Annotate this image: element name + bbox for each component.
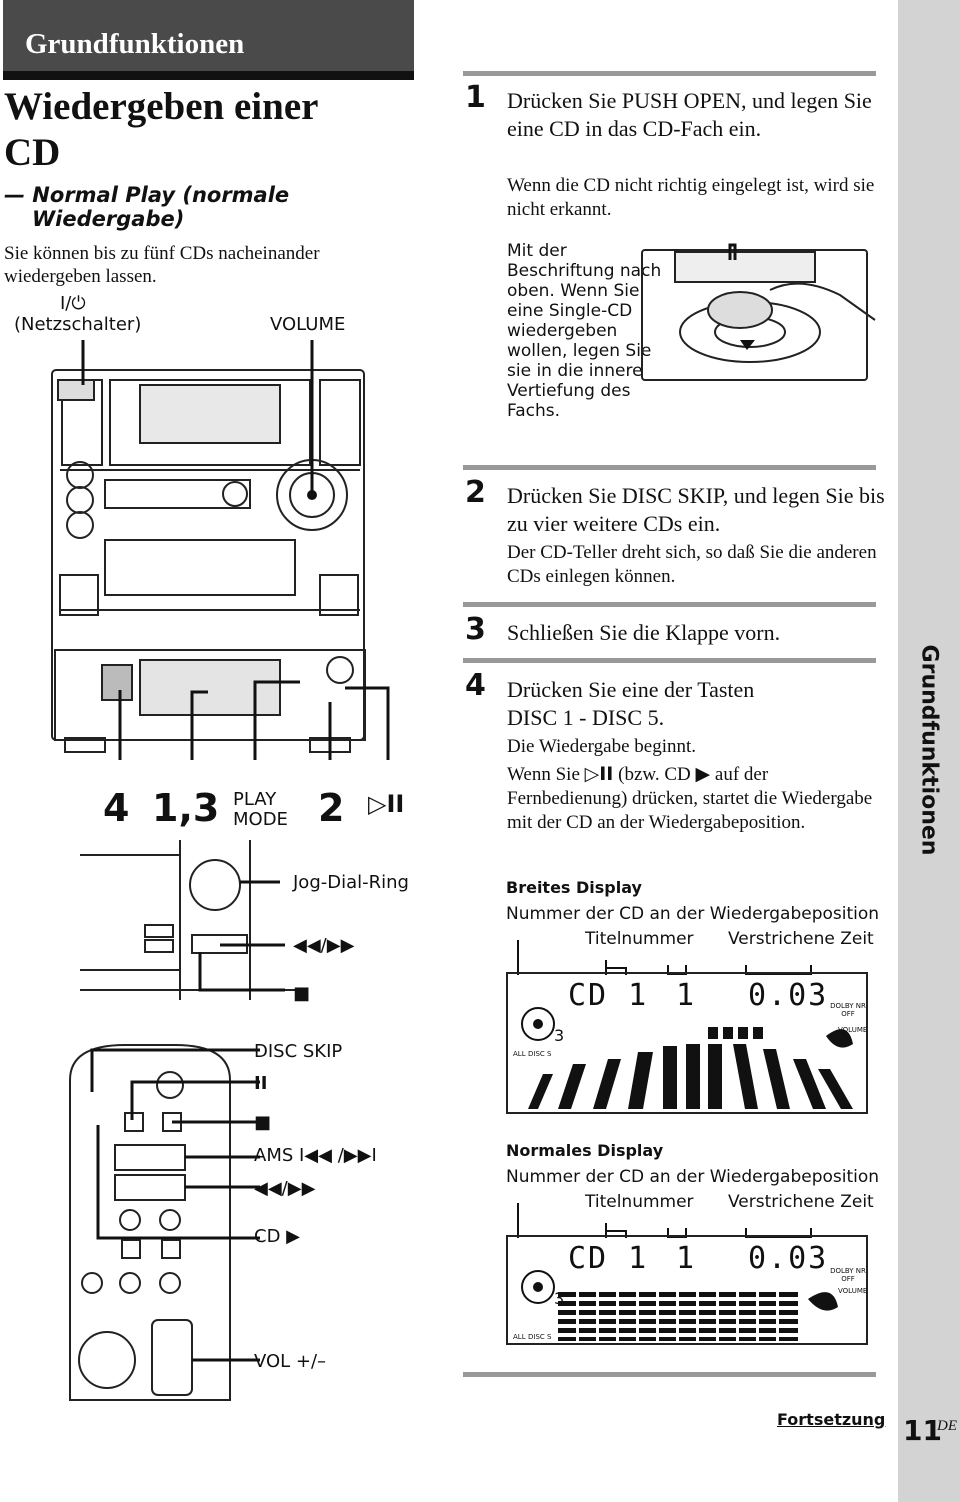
subtitle-line1: — Normal Play (normale xyxy=(4,183,290,207)
wide-display-time-label: Verstrichene Zeit xyxy=(728,929,874,949)
page-lang: DE xyxy=(937,1418,957,1434)
page-title-line2: CD xyxy=(4,131,61,174)
step-4-sub: Die Wiedergabe beginnt. xyxy=(507,736,696,757)
normal-time: 0.03 xyxy=(748,1241,829,1276)
section-title: Grundfunktionen xyxy=(25,28,245,60)
normal-display-caption: Nummer der CD an der Wiedergabeposition xyxy=(506,1167,880,1187)
rule-top xyxy=(463,71,876,76)
cd-loading-illustration xyxy=(641,243,876,381)
page-title: Wiedergeben einer CD xyxy=(4,84,318,176)
normal-dolby: DOLBY NR OFF xyxy=(830,1267,866,1283)
intro-text: Sie können bis zu fünf CDs nacheinander … xyxy=(4,243,320,287)
wide-display-brackets xyxy=(517,940,812,975)
play-mode-line2: MODE xyxy=(233,809,288,830)
normal-display-time-label: Verstrichene Zeit xyxy=(728,1192,874,1212)
wide-display-panel: CD 1 1 0.03 3 DOLBY NR OFF VOLUME ALL DI… xyxy=(506,972,868,1114)
rule-2 xyxy=(463,465,876,470)
wide-disc-s: DISC S xyxy=(528,1050,552,1058)
jog-dial-illustration xyxy=(80,840,300,1000)
cd-play-label: CD ▶ xyxy=(254,1226,300,1247)
stereo-illustration xyxy=(51,340,390,760)
step-2-number: 2 xyxy=(465,475,486,510)
normal-display-track-label: Titelnummer xyxy=(585,1192,694,1212)
step-1-note: Mit der Beschriftung nach oben. Wenn Sie… xyxy=(507,241,662,421)
page-number: 11 xyxy=(903,1414,942,1447)
step-4-extra-c: (bzw. CD ▶ auf der Fernbedienung) drücke… xyxy=(507,764,873,833)
fr-ff-label: ◀◀/▶▶ xyxy=(293,935,355,956)
rule-bottom xyxy=(463,1372,876,1377)
wide-display-title: Breites Display xyxy=(506,878,642,897)
stop-label: ■ xyxy=(293,983,311,1004)
step-4-main: Drücken Sie eine der Tasten DISC 1 - DIS… xyxy=(507,677,755,730)
normal-display-title: Normales Display xyxy=(506,1141,664,1160)
subtitle-line2: Wiedergabe) xyxy=(32,207,185,231)
step-4-number: 4 xyxy=(465,668,486,703)
wide-display-bars xyxy=(521,1007,853,1109)
continued-link[interactable]: Fortsetzung xyxy=(777,1410,886,1429)
step-1-main: Drücken Sie PUSH OPEN, und legen Sie ein… xyxy=(507,88,872,141)
wide-time: 0.03 xyxy=(748,978,829,1013)
remote-fr-ff-label: ◀◀/▶▶ xyxy=(254,1178,316,1199)
side-strip xyxy=(898,0,960,1502)
power-label: (Netzschalter) xyxy=(14,314,142,335)
normal-volume: VOLUME xyxy=(838,1287,868,1295)
play-mode-label: PLAY MODE xyxy=(233,790,288,830)
remote-illustration xyxy=(69,1044,260,1401)
normal-disc: CD 1 xyxy=(568,1241,649,1276)
normal-display-bars xyxy=(521,1270,838,1343)
ams-label: AMS I◀◀ /▶▶I xyxy=(254,1145,377,1166)
step-1-sub: Wenn die CD nicht richtig eingelegt ist,… xyxy=(507,175,875,220)
wide-display-track-label: Titelnummer xyxy=(585,929,694,949)
step-3-number: 3 xyxy=(465,612,486,647)
normal-all: ALL xyxy=(513,1333,526,1341)
callout-2: 2 xyxy=(318,786,345,830)
rule-4 xyxy=(463,658,876,663)
normal-track: 1 xyxy=(676,1241,697,1276)
wide-disc: CD 1 xyxy=(568,978,649,1013)
page-title-line1: Wiedergeben einer xyxy=(4,85,319,128)
callout-1-3: 1,3 xyxy=(152,786,220,830)
wide-display-caption: Nummer der CD an der Wiedergabeposition xyxy=(506,904,880,924)
vol-label: VOL +/– xyxy=(254,1351,327,1372)
play-pause-label: ▷II xyxy=(368,790,405,818)
subtitle: — Normal Play (normale Wiedergabe) xyxy=(4,183,289,231)
normal-display-brackets xyxy=(517,1203,812,1238)
normal-digit: 3 xyxy=(554,1289,565,1308)
wide-all: ALL xyxy=(513,1050,526,1058)
normal-display-panel: CD 1 1 0.03 3 DOLBY NR OFF VOLUME ALL DI… xyxy=(506,1235,868,1345)
normal-disc-s: DISC S xyxy=(528,1333,552,1341)
jog-dial-label: Jog-Dial-Ring xyxy=(293,872,409,893)
step-2-main: Drücken Sie DISC SKIP, und legen Sie bis… xyxy=(507,483,885,536)
play-mode-line1: PLAY xyxy=(233,789,277,810)
step-2-sub: Der CD-Teller dreht sich, so daß Sie die… xyxy=(507,542,877,587)
wide-track: 1 xyxy=(676,978,697,1013)
step-4-extra: Wenn Sie ▷II (bzw. CD ▶ auf der Fernbedi… xyxy=(507,762,877,835)
wide-digit: 3 xyxy=(554,1026,565,1045)
disc-skip-label: DISC SKIP xyxy=(254,1041,343,1062)
step-3-main: Schließen Sie die Klappe vorn. xyxy=(507,620,781,645)
step-4-extra-a: Wenn Sie xyxy=(507,764,580,785)
wide-dolby: DOLBY NR OFF xyxy=(830,1002,866,1018)
volume-label: VOLUME xyxy=(270,314,346,335)
pause-label: II xyxy=(254,1073,268,1094)
play-pause-symbol: ▷II xyxy=(584,763,614,785)
remote-stop-label: ■ xyxy=(254,1112,272,1133)
callout-4: 4 xyxy=(103,786,130,830)
side-tab-label: Grundfunktionen xyxy=(916,644,942,856)
power-symbol: I/⏻ xyxy=(60,293,86,314)
wide-volume: VOLUME xyxy=(838,1026,868,1034)
rule-3 xyxy=(463,602,876,607)
step-1-number: 1 xyxy=(465,80,486,115)
section-header: Grundfunktionen xyxy=(3,0,414,80)
